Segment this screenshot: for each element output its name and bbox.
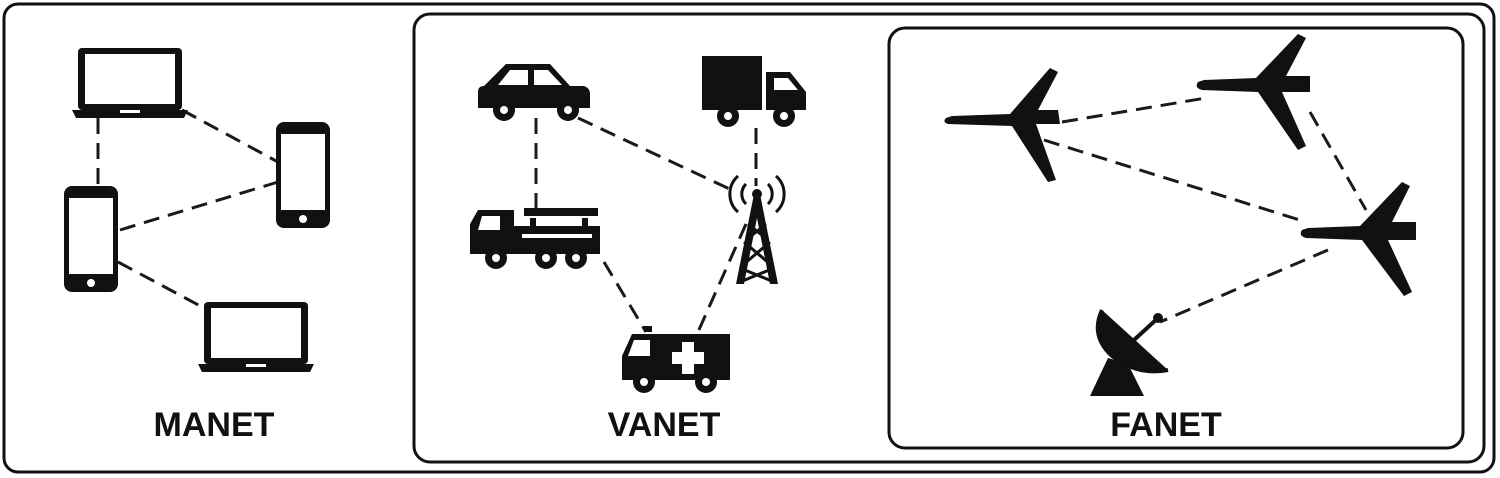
link — [577, 116, 737, 194]
vanet-links — [534, 116, 758, 333]
link — [1308, 111, 1368, 211]
vanet-frame — [412, 12, 1486, 464]
link — [602, 261, 648, 333]
manet-links — [96, 108, 279, 310]
fanet-frame — [887, 26, 1465, 450]
truck-icon — [702, 56, 806, 127]
cell-tower-icon — [728, 174, 786, 284]
smartphone-icon — [276, 122, 330, 228]
link — [696, 223, 748, 333]
fanet-links — [1043, 96, 1368, 324]
link — [119, 180, 279, 232]
car-icon — [478, 64, 590, 121]
airplane-icon — [1196, 34, 1310, 150]
airplane-icon — [944, 68, 1060, 182]
airplane-icon — [1300, 182, 1416, 296]
manet-label: MANET — [154, 406, 275, 444]
link — [1159, 248, 1329, 324]
smartphone-icon — [64, 186, 118, 292]
link — [117, 260, 205, 310]
vanet-label: VANET — [608, 406, 721, 444]
fire-truck-icon — [470, 208, 600, 269]
link — [1061, 96, 1207, 124]
satellite-dish-icon — [1090, 309, 1169, 396]
link — [1043, 138, 1307, 224]
laptop-icon — [72, 48, 188, 118]
laptop-icon — [198, 302, 314, 372]
link — [181, 108, 279, 164]
ambulance-icon — [622, 326, 730, 393]
fanet-label: FANET — [1110, 406, 1222, 444]
